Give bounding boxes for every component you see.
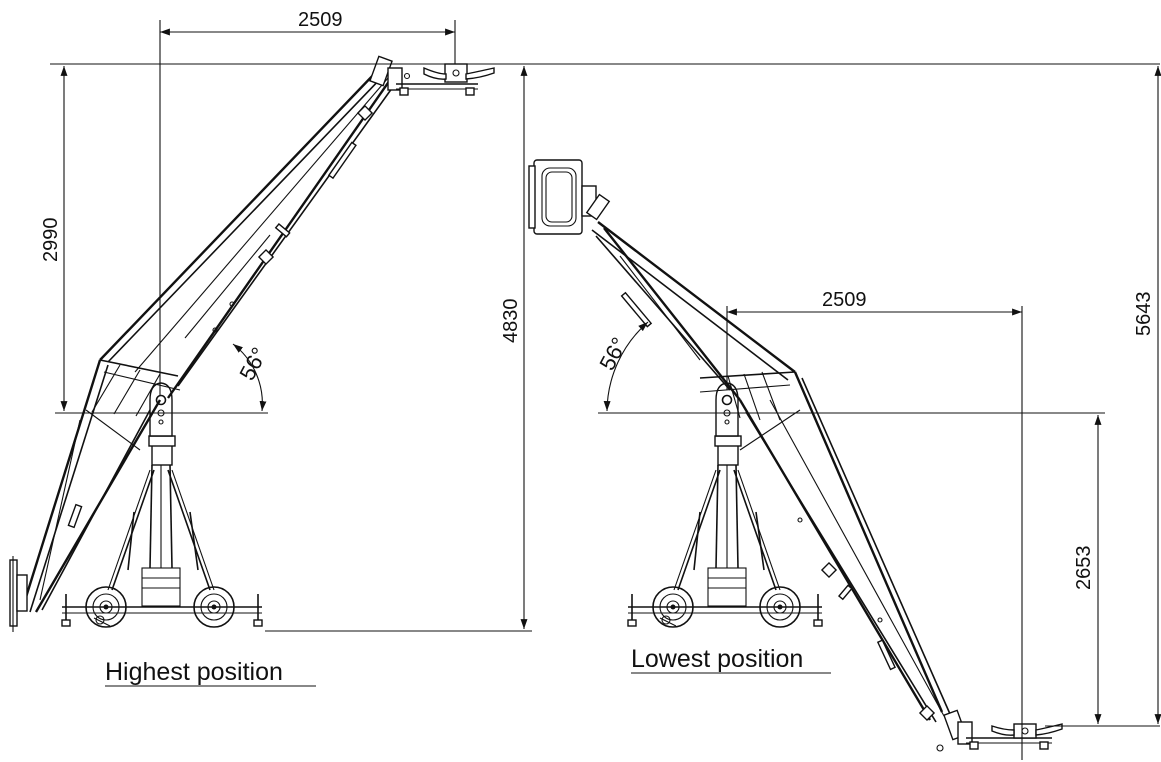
base-feet-right — [627, 594, 823, 627]
caption-highest-position: Highest position — [105, 658, 283, 686]
head-post-right — [714, 382, 742, 466]
angle-low-label: 56° — [594, 333, 632, 374]
head-post-left — [148, 382, 176, 466]
crane-highest-position — [9, 55, 495, 632]
arm-right — [591, 221, 951, 723]
tripod-right — [673, 464, 781, 607]
dim-top-reach: 2509 — [298, 9, 343, 31]
base-feet-left — [61, 594, 263, 627]
wheel-left-rear — [193, 586, 235, 628]
dimension-labels: 2509 2990 4830 2509 5643 2653 56° 56° — [40, 9, 1155, 590]
wheel-right-rear — [759, 586, 801, 628]
dim-low-depth: 2653 — [1073, 546, 1095, 591]
crane-lowest-position — [528, 159, 1063, 752]
dim-upper-height: 2990 — [40, 218, 62, 263]
wheel-left-front — [85, 586, 127, 628]
arm-left — [20, 69, 396, 613]
monitor-box — [528, 159, 611, 235]
captions: Highest position Lowest position — [105, 645, 831, 687]
dim-total-height: 5643 — [1133, 292, 1155, 337]
counterweight-high — [9, 556, 28, 632]
dim-high-total: 4830 — [500, 299, 522, 344]
wheel-right-front — [652, 586, 694, 628]
camera-head-low — [936, 709, 1063, 752]
dimension-lines — [50, 20, 1161, 760]
dim-low-reach: 2509 — [822, 289, 867, 311]
camera-head-high — [369, 55, 495, 96]
caption-lowest-position: Lowest position — [631, 645, 803, 673]
tripod-left — [107, 464, 215, 607]
